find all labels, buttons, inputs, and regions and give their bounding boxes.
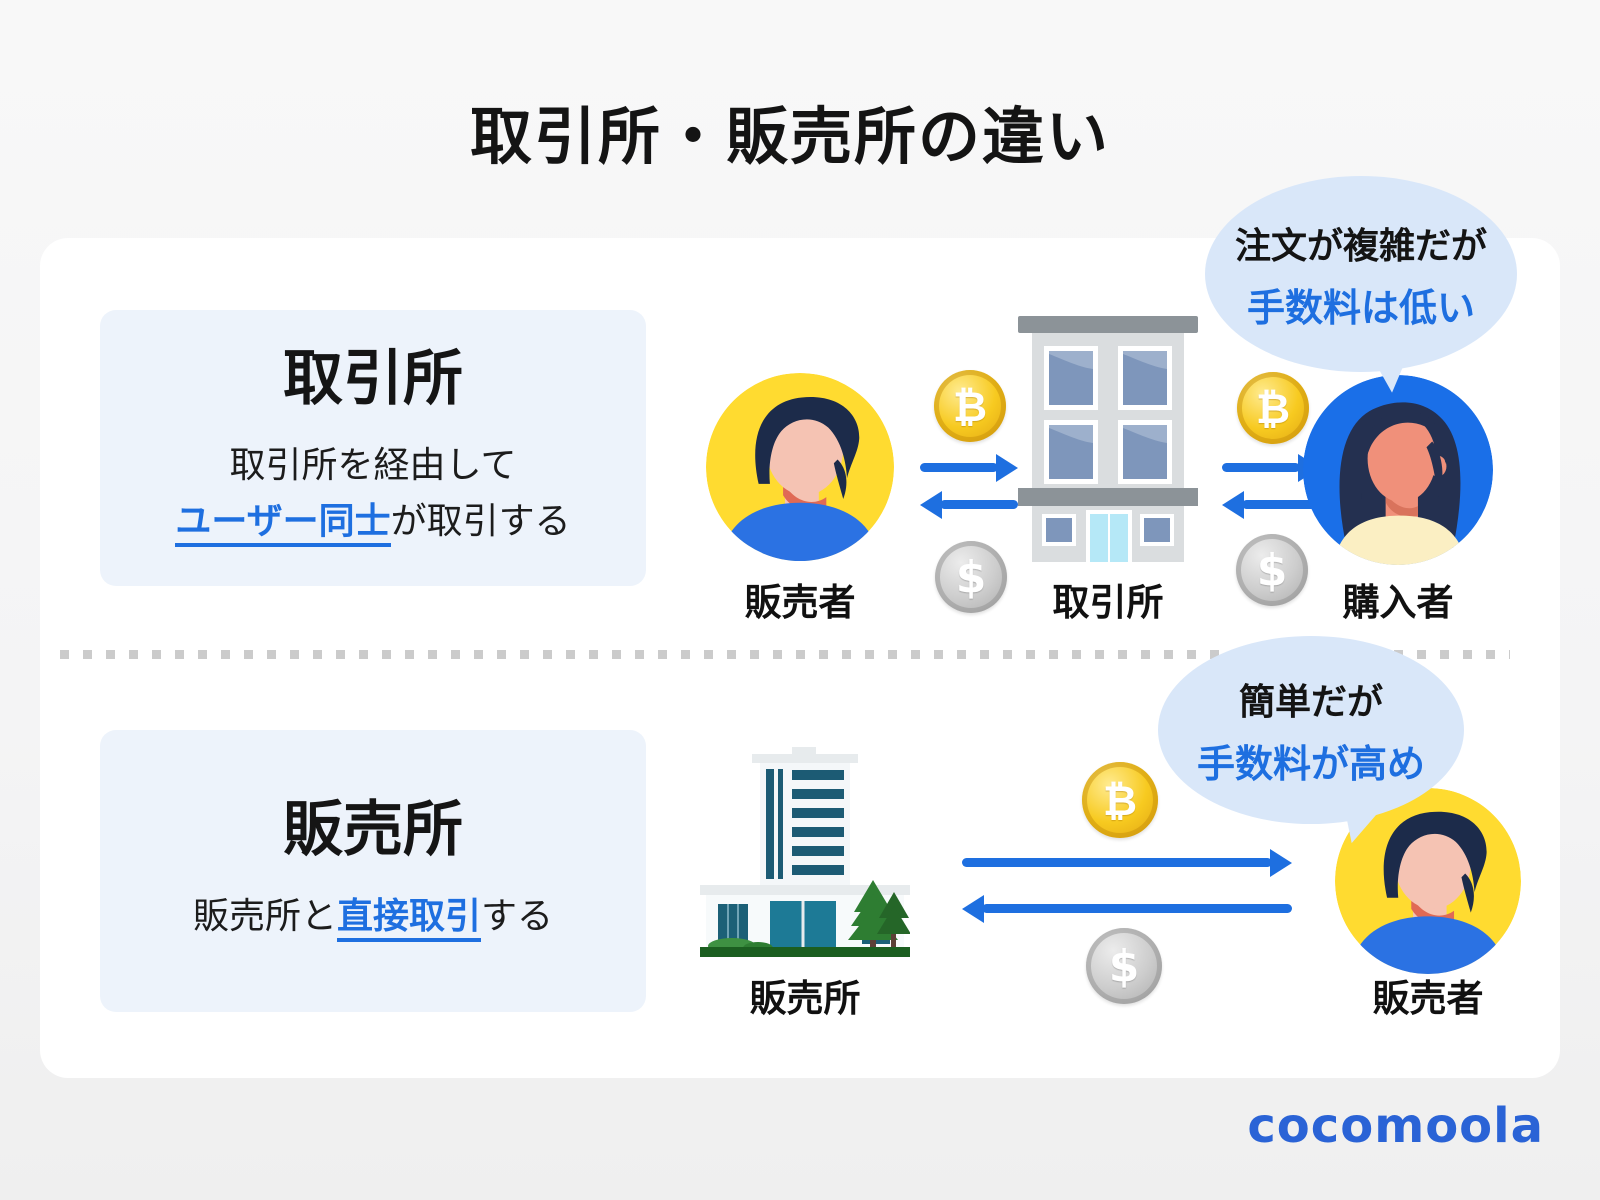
bitcoin-coin-icon: ₿ [1082,762,1158,838]
exchange-building-label: 取引所 [1052,581,1164,624]
bitcoin-symbol: ₿ [952,381,988,431]
dotted-divider [60,650,1510,659]
exchange-buyer-label: 購入者 [1342,581,1454,624]
bubble-text: 簡単だが [1238,681,1383,723]
arrow-right-icon [1222,463,1300,472]
arrow-left-icon [982,904,1292,913]
bubble-text-highlight: 手数料は低い [1246,285,1475,330]
dollar-symbol: $ [1256,544,1288,596]
exchange-buyer-avatar [1303,375,1493,565]
exchange-description: 取引所を経由して ユーザー同士が取引する [175,438,571,550]
exchange-speech-bubble: 注文が複雑だが 手数料は低い [1205,176,1517,372]
bubble-text-highlight: 手数料が高め [1196,741,1425,786]
arrow-right-icon [962,858,1272,867]
female-avatar-icon [1303,375,1493,565]
exchange-heading: 取引所 [283,344,463,415]
bitcoin-coin-icon: ₿ [1237,372,1309,444]
content-card: 取引所 取引所を経由して ユーザー同士が取引する 販売 [40,238,1560,1078]
dollar-symbol: $ [955,551,987,603]
arrow-left-icon [940,500,1018,509]
dealer-building-label: 販売所 [749,977,861,1020]
dollar-symbol: $ [1108,940,1140,992]
male-avatar-icon [706,373,894,561]
exchange-panel: 取引所 取引所を経由して ユーザー同士が取引する [100,310,646,586]
dealer-heading: 販売所 [283,795,463,866]
exchange-building-icon [1018,312,1198,562]
arrow-right-icon [920,463,998,472]
dealer-seller-label: 販売者 [1372,977,1484,1020]
dealer-description: 販売所と直接取引する [193,889,553,945]
dealer-panel: 販売所 販売所と直接取引する [100,730,646,1012]
exchange-desc-link[interactable]: ユーザー同士 [175,501,391,547]
bitcoin-symbol: ₿ [1102,775,1138,825]
dealer-desc-link[interactable]: 直接取引 [336,896,481,943]
dealer-speech-bubble: 簡単だが 手数料が高め [1158,636,1464,824]
arrow-left-icon [1242,500,1320,509]
exchange-seller-label: 販売者 [744,581,856,624]
bitcoin-symbol: ₿ [1255,383,1291,433]
bitcoin-coin-icon: ₿ [934,370,1006,442]
exchange-seller-avatar [706,373,894,561]
page-title: 取引所・販売所の違い [469,100,1110,173]
dealer-building-icon [700,742,910,957]
dollar-coin-icon: $ [1236,534,1308,606]
brand-logo: cocomoola [1247,1098,1544,1154]
dealer-desc-tail: する [481,896,554,938]
exchange-desc-line1: 取引所を経由して [229,445,517,487]
dollar-coin-icon: $ [1086,928,1162,1004]
male-avatar-icon [1335,788,1521,974]
dollar-coin-icon: $ [935,541,1007,613]
bubble-text: 注文が複雑だが [1234,225,1487,267]
dealer-seller-avatar [1335,788,1521,974]
dealer-desc-lead: 販売所と [192,896,337,938]
exchange-desc-tail: が取引する [390,501,571,542]
